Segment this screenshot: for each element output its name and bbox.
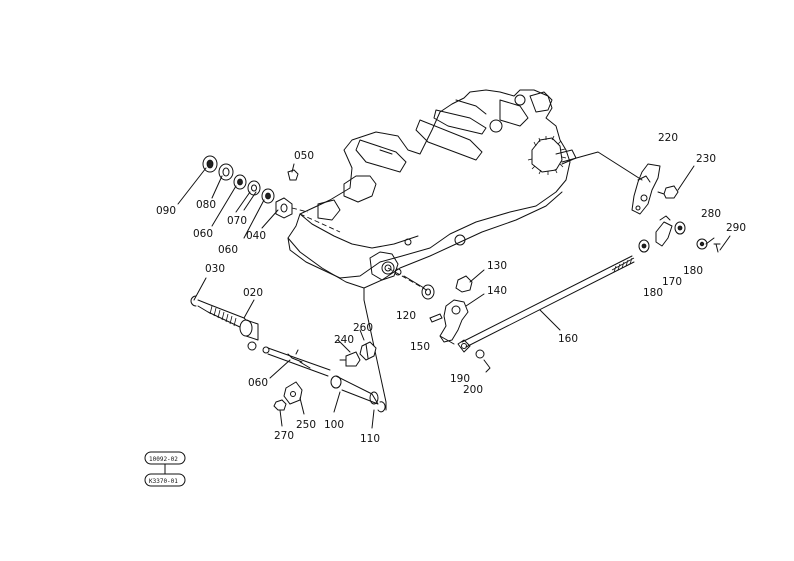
label-010: 060 (248, 377, 268, 389)
label-190: 190 (450, 373, 470, 385)
label-090: 090 (156, 205, 176, 217)
washer-280-hole (699, 241, 705, 247)
label-250: 250 (296, 419, 316, 431)
label-230: 230 (696, 153, 716, 165)
shaft-100 (330, 375, 379, 405)
label-080: 080 (196, 199, 216, 211)
label-180a: 180 (643, 287, 663, 299)
gear-teeth (527, 135, 567, 175)
stamp-top-text: 10092-02 (149, 456, 178, 463)
washer-180a-hole (641, 243, 647, 249)
label-280: 280 (701, 208, 721, 220)
label-030: 030 (205, 263, 225, 275)
nut-260 (359, 341, 377, 361)
lever-140 (439, 299, 469, 345)
label-060b: 060 (218, 244, 238, 256)
label-160: 160 (558, 333, 578, 345)
washer-180b-hole (677, 225, 683, 231)
label-140: 140 (487, 285, 507, 297)
leader-lines (177, 163, 295, 239)
block-250 (283, 381, 303, 405)
label-060a: 060 (193, 228, 213, 240)
circlip-030 (190, 295, 197, 307)
bolt-130 (455, 275, 473, 293)
transmission-housing (287, 89, 577, 289)
callout-labels: 060 020 030 040 050 060 060 070 080 090 … (156, 132, 746, 445)
label-040: 040 (246, 230, 266, 242)
label-020: 020 (243, 287, 263, 299)
arm-170 (655, 215, 673, 247)
reference-stamp: 10092-02 K3370-01 (144, 451, 186, 487)
rod-160 (457, 255, 635, 353)
circlip-110 (377, 401, 386, 413)
pin-200 (483, 359, 491, 373)
label-270: 270 (274, 430, 294, 442)
part-240 (339, 351, 361, 367)
label-050: 050 (294, 150, 314, 162)
label-290: 290 (726, 222, 746, 234)
label-100: 100 (324, 419, 344, 431)
label-110: 110 (360, 433, 380, 445)
label-130: 130 (487, 260, 507, 272)
label-170: 170 (662, 276, 682, 288)
stamp-bottom-box (144, 473, 186, 487)
washer-190 (475, 349, 485, 359)
label-200: 200 (463, 384, 483, 396)
label-070: 070 (227, 215, 247, 227)
label-260: 260 (353, 322, 373, 334)
worm-shaft-020 (197, 299, 259, 351)
label-180b: 180 (683, 265, 703, 277)
label-150: 150 (410, 341, 430, 353)
pin-290 (713, 243, 721, 253)
washer-120 (421, 284, 435, 300)
bolt-230 (657, 185, 679, 199)
nut-270 (273, 399, 287, 411)
label-220: 220 (658, 132, 678, 144)
label-240: 240 (334, 334, 354, 346)
shaft-010 (262, 346, 331, 377)
label-120: 120 (396, 310, 416, 322)
stamp-bottom-text: K3370-01 (149, 478, 178, 485)
bracket-220 (631, 163, 661, 215)
pin-150 (429, 313, 443, 323)
